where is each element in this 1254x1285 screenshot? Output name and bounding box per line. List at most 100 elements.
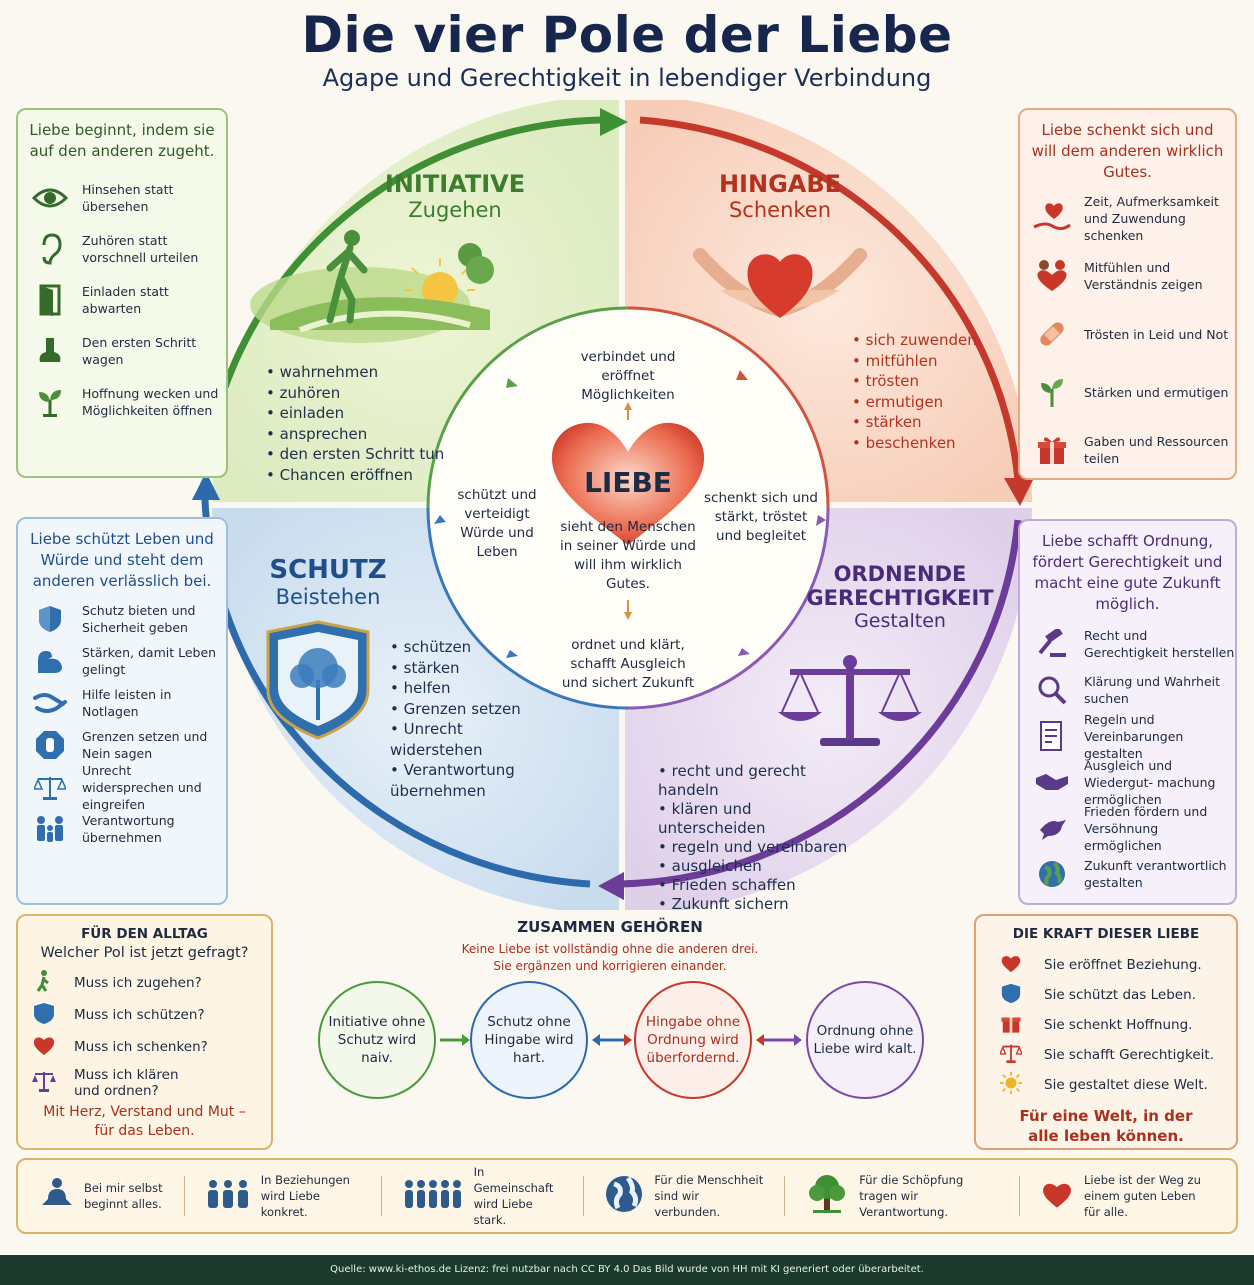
- family-icon: [30, 809, 70, 849]
- initiative-subtitle: Zugehen: [408, 198, 502, 222]
- list-item: Zeit, Aufmerksamkeit und Zuwendung schen…: [1032, 189, 1235, 247]
- list-item: den ersten Schritt tun: [266, 444, 446, 465]
- list-item: Zukunft verantwortlich gestalten: [1032, 851, 1235, 897]
- divider: [784, 1176, 786, 1216]
- list-item: Sie schafft Gerechtigkeit.: [998, 1040, 1236, 1070]
- list-item: Muss ich klären und ordnen?: [32, 1063, 271, 1103]
- list-item: Stärken und ermutigen: [1032, 363, 1235, 421]
- list-item: beschenken: [852, 433, 982, 454]
- ordnung-box: Liebe schafft Ordnung, fördert Gerechtig…: [1018, 519, 1237, 905]
- list-item: Hilfe leisten in Notlagen: [30, 682, 226, 724]
- gavel-icon: [1032, 624, 1072, 664]
- footer-item: In Beziehungen wird Liebe konkret.: [205, 1172, 361, 1220]
- ordnung-header: ORDNENDE GERECHTIGKEIT Gestalten: [800, 562, 1000, 632]
- divider: [183, 1176, 185, 1216]
- list-item: Grenzen setzen und Nein sagen: [30, 724, 226, 766]
- heart-icon: [32, 1034, 56, 1060]
- ear-icon: [30, 229, 70, 269]
- divider: [380, 1176, 382, 1216]
- list-item: helfen: [390, 678, 560, 699]
- footer-item: In Gemeinschaft wird Liebe stark.: [402, 1164, 564, 1228]
- list-item: wahrnehmen: [266, 362, 446, 383]
- list-item: Hoffnung wecken und Möglichkeiten öffnen: [30, 376, 226, 427]
- list-item: Muss ich schenken?: [32, 1031, 271, 1063]
- initiative-box: Liebe beginnt, indem sie auf den anderen…: [16, 108, 228, 478]
- schutz-header: SCHUTZ Beistehen: [246, 555, 410, 609]
- list-item: schützen: [390, 637, 560, 658]
- list-item: Zukunft sichern: [658, 895, 858, 914]
- list-item: Grenzen setzen: [390, 699, 560, 720]
- bandage-icon: [1032, 314, 1072, 354]
- list-item: Gaben und Ressourcen teilen: [1032, 421, 1235, 479]
- list-item: klären und unterscheiden: [658, 800, 858, 838]
- hearts-people-icon: [1032, 256, 1072, 296]
- list-item: Klärung und Wahrheit suchen: [1032, 667, 1235, 713]
- gift-icon: [1000, 1012, 1022, 1038]
- schutz-box: Liebe schützt Leben und Würde und steht …: [16, 517, 228, 905]
- list-item: Muss ich zugehen?: [32, 967, 271, 999]
- community-icon: [402, 1178, 464, 1214]
- zusammen-title: ZUSAMMEN GEHÖREN: [517, 918, 703, 936]
- eye-icon: [30, 178, 70, 218]
- box-intro: Liebe schenkt sich und will dem anderen …: [1031, 121, 1224, 181]
- connector-arrows: [440, 1034, 802, 1046]
- list-item: recht und gerecht handeln: [658, 762, 858, 800]
- magnifier-icon: [1032, 670, 1072, 710]
- walking-person-illustration: [250, 230, 494, 343]
- helping-hands-icon: [30, 683, 70, 723]
- circle-initiative: Initiative ohne Schutz wird naiv.: [318, 981, 436, 1099]
- list-item: trösten: [852, 371, 982, 392]
- schutz-subtitle: Beistehen: [275, 585, 381, 609]
- door-icon: [30, 280, 70, 320]
- initiative-box-list: Hinsehen statt übersehen Zuhören statt v…: [18, 172, 226, 427]
- list-item: ansprechen: [266, 424, 446, 445]
- box-intro: Liebe beginnt, indem sie auf den anderen…: [29, 121, 215, 160]
- meditation-icon: [40, 1177, 74, 1215]
- zusammen-line2: Sie ergänzen und korrigieren einander.: [493, 959, 727, 973]
- list-item: Regeln und Vereinbarungen gestalten: [1032, 712, 1235, 761]
- alltag-title: FÜR DEN ALLTAG: [81, 926, 208, 942]
- globe-icon: [604, 1174, 644, 1218]
- footer-strip: Bei mir selbst beginnt alles. In Beziehu…: [16, 1158, 1238, 1234]
- ordnung-list: recht und gerecht handeln klären und unt…: [658, 762, 858, 914]
- dove-icon: [1032, 808, 1072, 848]
- divider: [583, 1176, 585, 1216]
- ordnung-title-2: GERECHTIGKEIT: [806, 586, 994, 610]
- shield-icon: [30, 599, 70, 639]
- list-item: Schutz bieten und Sicherheit geben: [30, 598, 226, 640]
- stop-hand-icon: [30, 725, 70, 765]
- list-item: ermutigen: [852, 392, 982, 413]
- list-item: Trösten in Leid und Not: [1032, 305, 1235, 363]
- list-item: Sie eröffnet Beziehung.: [1000, 950, 1236, 980]
- list-item: stärken: [852, 412, 982, 433]
- center-middle-text: sieht den Menschen in seiner Würde und w…: [560, 519, 696, 592]
- list-item: regeln und vereinbaren: [658, 838, 858, 857]
- box-intro: Liebe schützt Leben und Würde und steht …: [30, 530, 214, 590]
- list-item: Sie schützt das Leben.: [1000, 980, 1236, 1010]
- list-item: zuhören: [266, 383, 446, 404]
- hingabe-box: Liebe schenkt sich und will dem anderen …: [1018, 108, 1237, 480]
- list-item: Frieden fördern und Versöhnung ermöglich…: [1032, 804, 1235, 853]
- source-bar: Quelle: www.ki-ethos.de Lizenz: frei nut…: [0, 1255, 1254, 1285]
- scales-icon: [32, 1069, 56, 1097]
- tree-shield-illustration: [266, 620, 370, 740]
- list-item: stärken: [390, 658, 560, 679]
- scales-icon: [998, 1042, 1024, 1068]
- schutz-list: schützen stärken helfen Grenzen setzen U…: [390, 637, 560, 801]
- center-heart-label: LIEBE: [584, 466, 672, 499]
- heart-hand-icon: [1032, 198, 1072, 238]
- hingabe-header: HINGABE Schenken: [680, 170, 880, 222]
- wheel-diagram: [192, 100, 1034, 910]
- center-top-text: verbindet und eröffnet Möglichkeiten: [580, 349, 676, 403]
- list-item: Hinsehen statt übersehen: [30, 172, 226, 223]
- ordnung-subtitle: Gestalten: [854, 610, 946, 632]
- page-subtitle: Agape und Gerechtigkeit in lebendiger Ve…: [322, 64, 932, 92]
- initiative-title: INITIATIVE: [384, 170, 526, 198]
- heart-icon: [1040, 1179, 1074, 1213]
- hands-heart-illustration: [693, 248, 867, 318]
- center-bottom-text: ordnet und klärt, schafft Ausgleich und …: [561, 637, 695, 691]
- ordnung-box-list: Recht und Gerechtigkeit herstellen Kläru…: [1020, 621, 1235, 897]
- list-item: Unrecht widersprechen und eingreifen: [30, 763, 226, 812]
- circle-ordnung: Ordnung ohne Liebe wird kalt.: [806, 981, 924, 1099]
- heart-icon: [551, 422, 705, 545]
